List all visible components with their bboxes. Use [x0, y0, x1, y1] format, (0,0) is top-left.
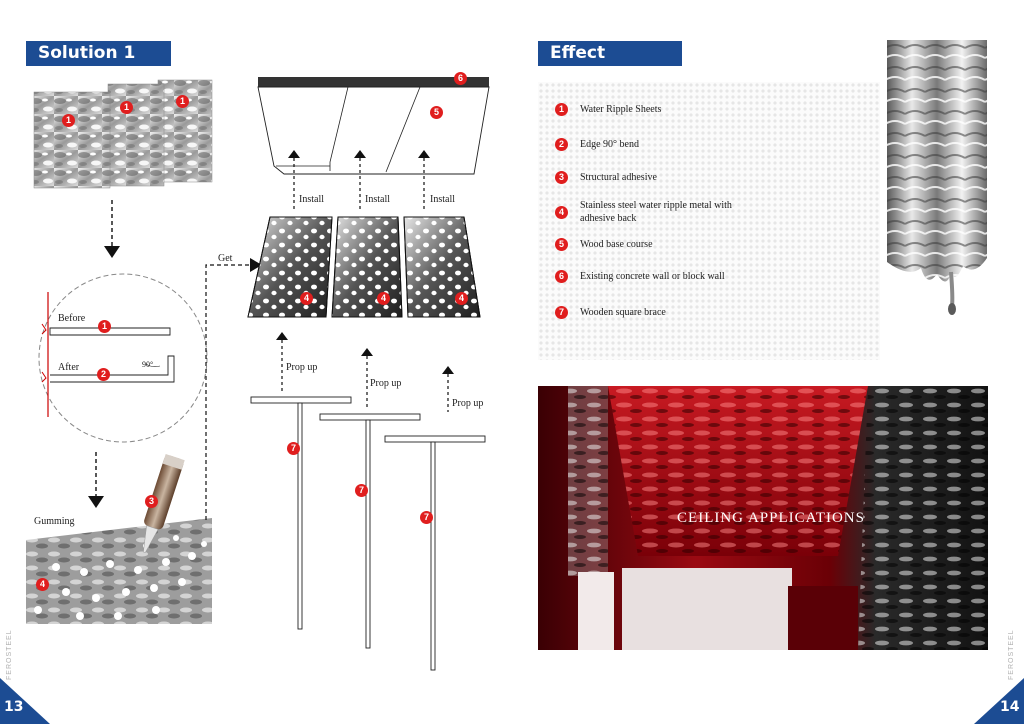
legend-item: 7 Wooden square brace [555, 306, 666, 319]
down-arrow [88, 452, 104, 508]
legend-item: 5 Wood base course [555, 238, 653, 251]
page-corner [974, 678, 1024, 724]
legend-text: Stainless steel water ripple metal with … [580, 200, 732, 224]
badge-1: 1 [98, 320, 111, 333]
prop-up-arrows [276, 332, 454, 412]
legend-text: Existing concrete wall or block wall [580, 271, 725, 282]
legend-text: Wooden square brace [580, 307, 666, 318]
get-connector [205, 258, 262, 520]
legend-badge: 5 [555, 238, 568, 251]
legend-item: 4 Stainless steel water ripple metal with… [555, 199, 760, 225]
badge-7: 7 [287, 442, 300, 455]
badge-2: 2 [97, 368, 110, 381]
page-number: 13 [4, 699, 24, 715]
get-label: Get [218, 253, 233, 264]
liquid-metal-sheet-image [887, 40, 987, 315]
legend-item: 1 Water Ripple Sheets [555, 103, 661, 116]
legend-badge: 2 [555, 138, 568, 151]
badge-1: 1 [176, 95, 189, 108]
prop-up-label: Prop up [452, 398, 484, 409]
badge-7: 7 [355, 484, 368, 497]
badge-3: 3 [145, 495, 158, 508]
install-arrows [288, 150, 430, 212]
install-label: Install [299, 194, 324, 205]
gumming-label: Gumming [34, 516, 75, 527]
install-label: Install [430, 194, 455, 205]
photo-caption: CEILING APPLICATIONS [677, 510, 865, 526]
legend-item: 3 Structural adhesive [555, 171, 657, 184]
prop-up-label: Prop up [370, 378, 402, 389]
legend-text: Edge 90° bend [580, 139, 639, 150]
badge-1: 1 [62, 114, 75, 127]
after-label: After [58, 362, 80, 373]
adhesive-panels [247, 216, 481, 318]
badge-7: 7 [420, 511, 433, 524]
effect-header: Effect [538, 41, 682, 66]
badge-4: 4 [377, 292, 390, 305]
badge-4: 4 [300, 292, 313, 305]
badge-5: 5 [430, 106, 443, 119]
solution-header: Solution 1 [26, 41, 171, 66]
legend-badge: 3 [555, 171, 568, 184]
wooden-braces [250, 396, 486, 671]
before-label: Before [58, 313, 86, 324]
legend-text: Structural adhesive [580, 172, 657, 183]
badge-4: 4 [455, 292, 468, 305]
page-number: 14 [1000, 699, 1020, 715]
legend-background [538, 82, 880, 360]
badge-4: 4 [36, 578, 49, 591]
legend-text: Wood base course [580, 239, 653, 250]
prop-up-label: Prop up [286, 362, 318, 373]
brand-vertical: FEROSTEEL [1008, 629, 1015, 680]
legend-item: 2 Edge 90° bend [555, 138, 639, 151]
badge-1: 1 [120, 101, 133, 114]
legend-badge: 4 [555, 205, 568, 219]
ceiling-application-photo [538, 386, 988, 650]
down-arrow [104, 200, 120, 258]
angle-label: 90° [142, 360, 154, 369]
brand-vertical: FEROSTEEL [6, 629, 13, 680]
legend-badge: 1 [555, 103, 568, 116]
install-label: Install [365, 194, 390, 205]
badge-6: 6 [454, 72, 467, 85]
gumming-illustration [26, 454, 212, 624]
legend-badge: 6 [555, 270, 568, 283]
page-corner [0, 678, 50, 724]
edge-bend-detail [38, 273, 208, 443]
legend-item: 6 Existing concrete wall or block wall [555, 270, 725, 283]
legend-text: Water Ripple Sheets [580, 104, 662, 115]
ripple-sheets-illustration [33, 79, 213, 189]
legend-badge: 7 [555, 306, 568, 319]
